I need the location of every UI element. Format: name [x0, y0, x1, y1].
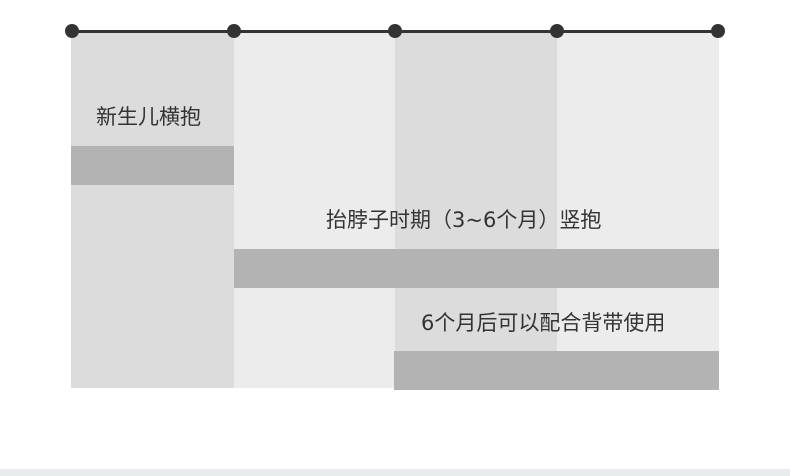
stage-label-newborn: 新生儿横抱: [96, 105, 201, 129]
column-3: [395, 31, 557, 388]
stage-label-carrier: 6个月后可以配合背带使用: [421, 311, 666, 335]
stage-label-neck: 抬脖子时期（3~6个月）竖抱: [326, 208, 602, 232]
timeline-dot: [65, 24, 79, 38]
timeline-dot: [711, 24, 725, 38]
stage-bar-newborn: [71, 146, 234, 185]
column-4: [557, 31, 719, 388]
column-1: [71, 31, 234, 388]
column-2: [234, 31, 395, 388]
timeline-dot: [227, 24, 241, 38]
footer-strip: [0, 469, 790, 476]
stage-bar-neck: [234, 249, 719, 288]
stage-bar-carrier: [394, 351, 719, 390]
timeline-dot: [388, 24, 402, 38]
timeline-dot: [550, 24, 564, 38]
